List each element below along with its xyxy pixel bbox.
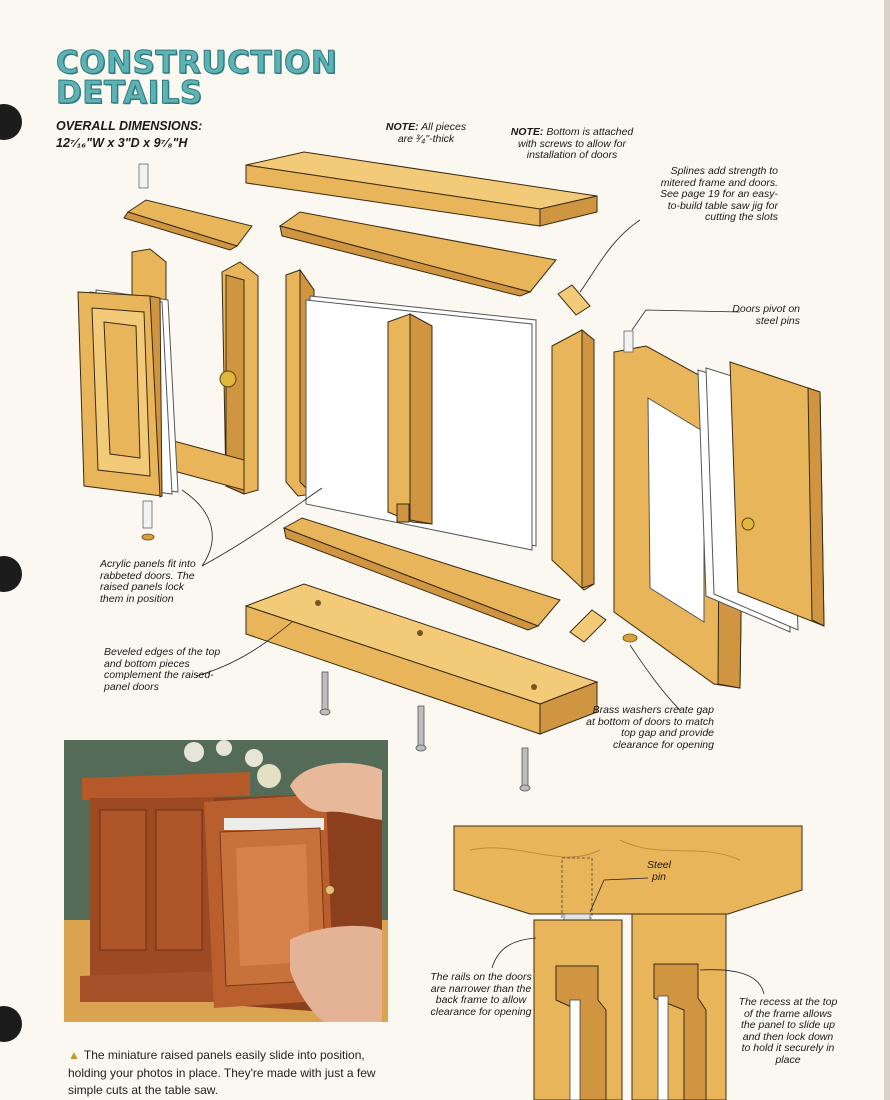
photo-caption: ▲The miniature raised panels easily slid… bbox=[68, 1047, 398, 1100]
spline-top bbox=[557, 284, 591, 316]
leader-doors-pivot bbox=[631, 309, 741, 331]
left-door-top-rail bbox=[123, 199, 253, 251]
dimensions-label: OVERALL DIMENSIONS: bbox=[56, 119, 203, 133]
page-edge bbox=[884, 0, 890, 1100]
caption-text: The miniature raised panels easily slide… bbox=[68, 1048, 376, 1097]
steel-pin-top-left bbox=[138, 163, 149, 189]
binder-hole-bottom bbox=[0, 1006, 22, 1042]
screws bbox=[319, 671, 531, 792]
callout-beveled: Beveled edges of the top and bottom piec… bbox=[104, 646, 221, 693]
title-line-2: DETAILS bbox=[55, 75, 203, 111]
center-divider bbox=[387, 313, 433, 525]
leader-recess bbox=[699, 969, 765, 995]
steel-pin-right bbox=[623, 330, 634, 353]
binder-hole-top bbox=[0, 104, 22, 140]
callout-acrylic: Acrylic panels fit into rabbeted doors. … bbox=[100, 558, 196, 605]
brass-washer-right bbox=[622, 633, 638, 643]
door-knob-right bbox=[741, 517, 755, 531]
callout-rails: The rails on the doors are narrower than… bbox=[430, 971, 532, 1018]
leader-acrylic-1 bbox=[181, 489, 213, 567]
page-title: CONSTRUCTION DETAILS bbox=[55, 45, 338, 111]
note-bottom: NOTE: Bottom is attached with screws to … bbox=[508, 126, 636, 162]
spline-bottom bbox=[569, 609, 607, 643]
door-knob-left bbox=[219, 370, 237, 388]
note-bottom-label: NOTE: bbox=[510, 126, 544, 138]
bottom-board bbox=[244, 583, 599, 735]
leader-brass bbox=[629, 644, 681, 711]
right-door-panel bbox=[697, 361, 825, 633]
leader-rails bbox=[491, 937, 537, 969]
leader-steel-pin bbox=[589, 877, 649, 913]
detail-cross-section bbox=[453, 825, 803, 1100]
note-all-pieces: NOTE: All pieces are ³⁄₄"-thick bbox=[378, 121, 474, 145]
leader-acrylic-2 bbox=[201, 487, 323, 567]
dimensions-value: 12⁷⁄₁₆"W x 3"D x 9⁷⁄₈"H bbox=[56, 136, 188, 150]
left-door-panel bbox=[77, 289, 179, 498]
callout-splines: Splines add strength to mitered frame an… bbox=[660, 165, 778, 223]
leader-beveled bbox=[195, 621, 293, 677]
frame-top-rail bbox=[278, 211, 557, 297]
callout-brass: Brass washers create gap at bottom of do… bbox=[586, 704, 714, 751]
callout-steel-pin: Steel pin bbox=[647, 859, 671, 883]
note-all-pieces-text: All pieces are ³⁄₄"-thick bbox=[397, 121, 467, 145]
overall-dimensions: OVERALL DIMENSIONS: 12⁷⁄₁₆"W x 3"D x 9⁷⁄… bbox=[56, 118, 202, 152]
title-line-1: CONSTRUCTION bbox=[55, 45, 338, 81]
frame-right-stile bbox=[551, 328, 595, 591]
caption-triangle-icon: ▲ bbox=[68, 1048, 80, 1062]
frame-bottom-rail bbox=[282, 517, 561, 631]
callout-doors-pivot: Doors pivot on steel pins bbox=[732, 303, 800, 327]
top-board bbox=[245, 151, 598, 227]
left-door-frame-parts bbox=[131, 248, 259, 495]
note-all-pieces-label: NOTE: bbox=[385, 121, 419, 133]
steel-pin-bottom-left bbox=[142, 500, 153, 529]
binder-hole-middle bbox=[0, 556, 22, 592]
brass-washer-left bbox=[141, 533, 155, 541]
callout-recess: The recess at the top of the frame allow… bbox=[738, 996, 838, 1066]
leader-splines bbox=[579, 219, 641, 293]
product-photo bbox=[64, 740, 388, 1022]
note-bottom-text: Bottom is attached with screws to allow … bbox=[518, 126, 634, 161]
